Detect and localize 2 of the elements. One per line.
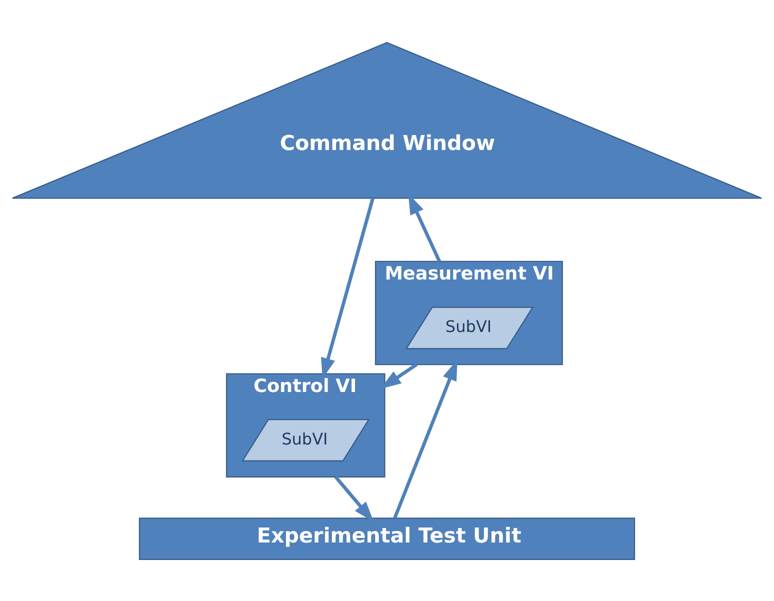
arrow: [334, 475, 374, 522]
node-box: Experimental Test Unit: [138, 517, 636, 560]
